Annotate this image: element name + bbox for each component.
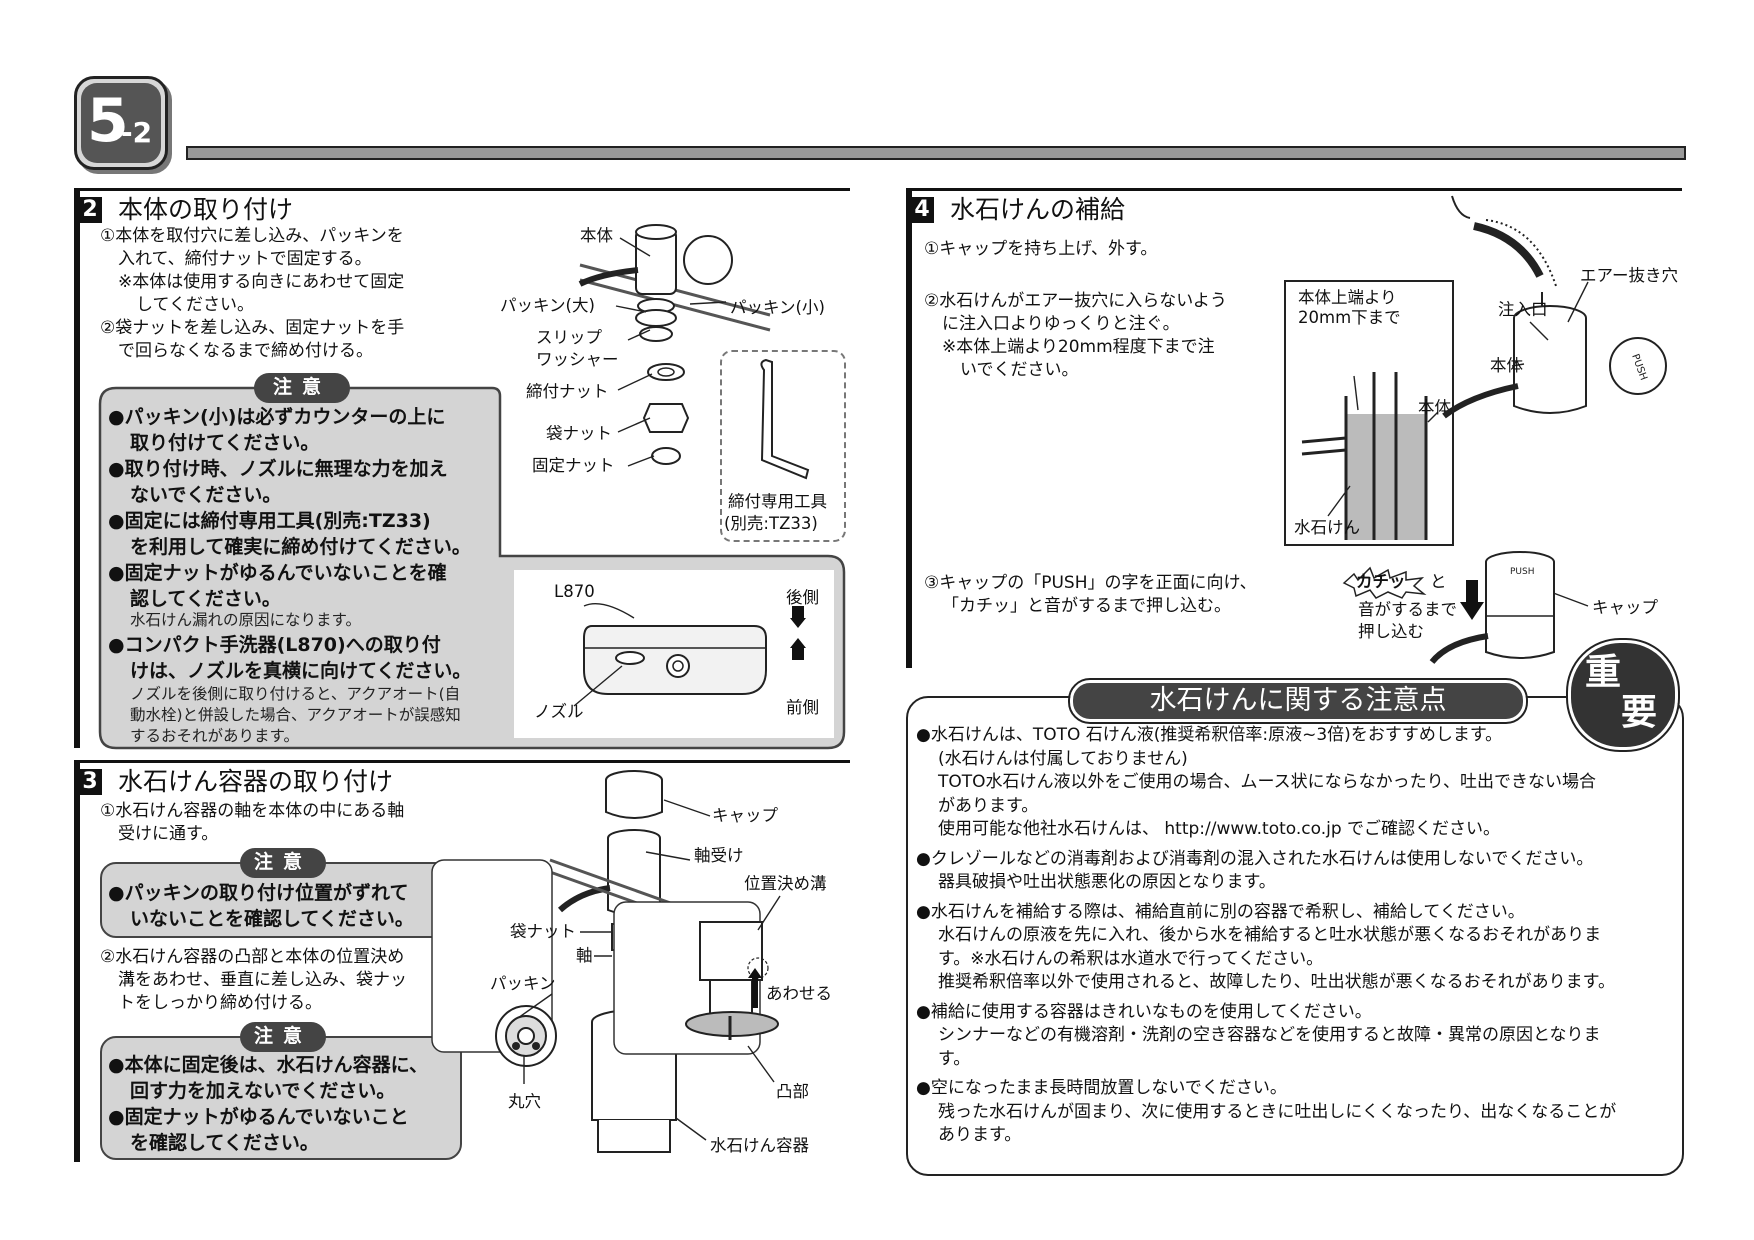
sound-label-2: 押し込む xyxy=(1358,622,1424,641)
label-convex: 凸部 xyxy=(776,1082,809,1101)
front-side-label: 前側 xyxy=(786,698,819,717)
tool-illustration xyxy=(760,358,810,480)
important-item: ●補給に使用する容器はきれいなものを使用してください。 シンナーなどの有機溶剤・… xyxy=(916,1001,1601,1069)
page-number-main: 5 xyxy=(87,86,129,156)
label-packing-small: パッキン(小) xyxy=(730,298,825,317)
label-soap: 水石けん xyxy=(1294,518,1360,537)
tool-sublabel: (別売:TZ33) xyxy=(724,514,818,533)
caution-label: 注意 xyxy=(254,373,350,403)
section-2-bar xyxy=(74,188,80,748)
label-inlet: 注入口 xyxy=(1498,300,1548,319)
label-air-hole: エアー抜き穴 xyxy=(1580,266,1679,285)
right-inset-detail xyxy=(685,921,779,1040)
important-item: ●空になったまま長時間放置しないでください。 残った水石けんが固まり、次に使用す… xyxy=(916,1078,1617,1145)
important-item: ●水石けんを補給する際は、補給直前に別の容器で希釈し、補給してください。 水石け… xyxy=(916,901,1615,993)
label-cap-4: キャップ xyxy=(1592,598,1658,617)
important-title-bar: 水石けんに関する注意点 xyxy=(1068,678,1528,724)
section-3-header: 3 水石けん容器の取り付け xyxy=(74,760,850,797)
label-groove: 位置決め溝 xyxy=(744,874,827,893)
section-title: 水石けん容器の取り付け xyxy=(118,767,394,796)
label-packing: パッキン xyxy=(490,974,556,993)
label-align: あわせる xyxy=(766,984,832,1003)
label-fixed-nut: 固定ナット xyxy=(532,456,615,475)
section-4-step3: ③キャップの「PUSH」の字を正面に向け、 「カチッ」と音がするまで押し込む。 xyxy=(924,573,1257,616)
label-bag-nut: 袋ナット xyxy=(546,424,612,443)
label-body-refill: 本体 xyxy=(1490,356,1523,375)
l870-diagram xyxy=(573,603,806,707)
click-burst xyxy=(1342,566,1427,599)
leak-note: 水石けん漏れの原因になります。 xyxy=(130,611,361,629)
section-title: 本体の取り付け xyxy=(118,195,294,224)
label-cap: キャップ xyxy=(712,806,778,825)
label-body: 本体 xyxy=(580,226,613,245)
label-top-note-2: 20mm下まで xyxy=(1298,308,1401,327)
page-number-badge: 5 -2 xyxy=(74,76,168,170)
l870-model-label: L870 xyxy=(554,582,595,601)
section-2-steps: ①本体を取付穴に差し込み、パッキンを 入れて、締付ナットで固定する。 ※本体は使… xyxy=(100,226,405,361)
important-badge: 重 要 xyxy=(1566,638,1680,752)
label-body-level: 本体 xyxy=(1418,398,1451,417)
section-3-caution-2-text: ●本体に固定後は、水石けん容器に、 回す力を加えないでください。 ●固定ナットが… xyxy=(108,1054,429,1154)
align-arrow xyxy=(748,968,762,1008)
important-title: 水石けんに関する注意点 xyxy=(1149,685,1447,716)
label-packing-large: パッキン(大) xyxy=(500,296,595,315)
section-number: 2 xyxy=(78,197,102,223)
tool-label: 締付専用工具 xyxy=(728,492,827,511)
click-label: カチッ xyxy=(1356,572,1406,591)
fill-level-diagram xyxy=(1301,372,1439,540)
label-slip: スリップ xyxy=(536,328,602,347)
compact-note: ノズルを後側に取り付けると、アクアオート(自 動水栓)と併設した場合、アクアオー… xyxy=(130,685,461,745)
label-round-hole: 丸穴 xyxy=(508,1092,541,1111)
label-top-note-1: 本体上端より xyxy=(1298,288,1397,307)
push-cap-illustration: PUSH xyxy=(1429,551,1555,664)
back-side-label: 後側 xyxy=(786,588,819,607)
section-2-cautions: ●パッキン(小)は必ずカウンターの上に 取り付けてください。 ●取り付け時、ノズ… xyxy=(108,406,471,610)
section-title: 水石けんの補給 xyxy=(950,195,1126,224)
important-item: ●水石けんは、TOTO 石けん液(推奨希釈倍率:原液~3倍)をおすすめします。 … xyxy=(916,725,1596,839)
section-3-step2: ②水石けん容器の凸部と本体の位置決め 溝をあわせ、垂直に差し込み、袋ナッ トをし… xyxy=(100,947,407,1013)
push-cap-text: PUSH xyxy=(1510,567,1535,577)
tool-box xyxy=(720,350,846,542)
nozzle-label: ノズル xyxy=(534,702,584,721)
badge-top: 重 xyxy=(1585,652,1622,693)
click-to-label: と xyxy=(1430,572,1447,591)
label-washer: ワッシャー xyxy=(536,350,619,369)
label-tighten-nut: 締付ナット xyxy=(526,382,609,401)
section-3-bar xyxy=(74,760,80,1162)
section-3-caution-1-text: ●パッキンの取り付け位置がずれて いないことを確認してください。 xyxy=(108,882,414,930)
section-4-header: 4 水石けんの補給 xyxy=(906,188,1682,225)
body-parts-diagram xyxy=(578,224,771,465)
push-down-arrow xyxy=(1460,580,1484,620)
important-item: ●クレゾールなどの消毒剤および消毒剤の混入された水石けんは使用しないでください。… xyxy=(916,848,1594,893)
caution-label: 注意 xyxy=(240,848,326,878)
important-items: ●水石けんは、TOTO 石けん液(推奨希釈倍率:原液~3倍)をおすすめします。 … xyxy=(916,724,1672,1148)
sound-label-1: 音がするまで xyxy=(1358,600,1457,619)
section-2-header: 2 本体の取り付け xyxy=(74,188,850,225)
label-container: 水石けん容器 xyxy=(710,1136,809,1155)
left-inset-detail xyxy=(495,1005,557,1067)
compact-caution: ●コンパクト手洗器(L870)への取り付 けは、ノズルを真横に向けてください。 xyxy=(108,634,472,682)
badge-bottom: 要 xyxy=(1621,692,1658,733)
page-number-sub: -2 xyxy=(121,116,153,149)
section-number: 3 xyxy=(78,769,102,795)
section-4-step2: ②水石けんがエアー抜穴に入らないよう に注入口よりゆっくりと注ぐ。 ※本体上端よ… xyxy=(924,291,1227,380)
label-bearing: 軸受け xyxy=(694,846,744,865)
label-shaft: 軸 xyxy=(576,946,593,965)
refill-illustration: PUSH xyxy=(1442,195,1667,419)
header-rule xyxy=(186,146,1686,160)
caution-label: 注意 xyxy=(240,1022,326,1052)
section-4-step1: ①キャップを持ち上げ、外す。 xyxy=(924,239,1158,259)
section-number: 4 xyxy=(910,197,934,223)
section-3-step1: ①水石けん容器の軸を本体の中にある軸 受けに通す。 xyxy=(100,801,405,844)
label-bag-nut-3: 袋ナット xyxy=(510,922,576,941)
section-4-bar xyxy=(906,188,912,668)
